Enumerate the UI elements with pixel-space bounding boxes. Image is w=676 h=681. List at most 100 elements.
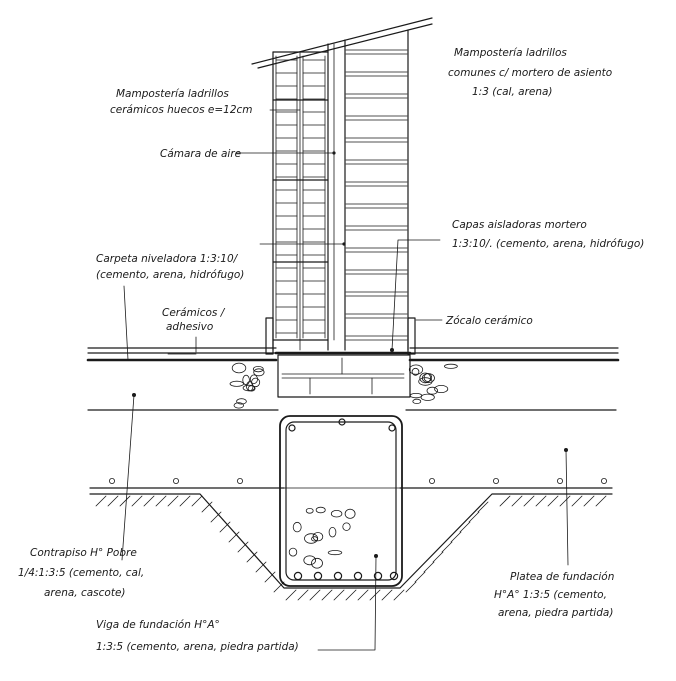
soil-hatch (297, 589, 309, 601)
foundation-slab (89, 477, 613, 489)
aggregate-stone (231, 362, 247, 374)
svg-text:Viga de fundación H°A°: Viga de fundación H°A° (96, 619, 220, 631)
svg-text:1:3:5 (cemento, arena, piedra: 1:3:5 (cemento, arena, piedra partida) (96, 641, 299, 653)
floor-layers (86, 347, 620, 362)
svg-text:Platea de fundación: Platea de fundación (510, 571, 614, 583)
label-zocalo: Zócalo cerámico (445, 315, 533, 327)
soil-hatch (201, 501, 213, 513)
aggregate-stone (315, 506, 326, 514)
aggregate-stone (328, 527, 337, 538)
aggregate-stone (327, 550, 343, 556)
svg-text:cerámicos huecos e=12cm: cerámicos huecos e=12cm (110, 104, 253, 116)
rebar-dot (428, 477, 435, 484)
aggregate-stone (305, 507, 314, 514)
aggregate-stone (253, 368, 265, 377)
soil-hatch (143, 495, 155, 507)
wall-base-block (277, 354, 411, 398)
soil-hatch (583, 495, 595, 507)
label-camara-aire: Cámara de aire (160, 148, 241, 160)
soil-hatch (477, 501, 489, 513)
soil-hatch (155, 495, 167, 507)
aggregate-stone (409, 392, 423, 399)
label-mamposteria-comunes: Mampostería ladrillos comunes c/ mortero… (448, 47, 612, 98)
svg-text:arena, piedra partida): arena, piedra partida) (498, 607, 613, 619)
aggregate-stone (412, 398, 422, 404)
soil-hatch (393, 589, 405, 601)
rebar-dot (333, 571, 343, 581)
svg-text:Mampostería ladrillos: Mampostería ladrillos (454, 47, 567, 59)
soil-hatch (432, 551, 444, 563)
aggregate-stone (330, 510, 343, 518)
soil-hatch (535, 495, 547, 507)
soil-hatch (255, 561, 267, 573)
rebar-dot (293, 571, 303, 581)
label-ceramicos: Cerámicos / adhesivo (162, 307, 226, 333)
lean-concrete-subfloor (87, 362, 617, 411)
soil-hatch (559, 495, 571, 507)
aggregate-stone (303, 555, 317, 566)
svg-text:comunes c/ mortero de asiento: comunes c/ mortero de asiento (448, 67, 612, 79)
soil-hatch (107, 495, 119, 507)
soil-hatch (191, 495, 203, 507)
soil-hatch (499, 495, 511, 507)
svg-text:Cámara de aire: Cámara de aire (160, 148, 241, 160)
rebar-dot (557, 477, 564, 484)
svg-text:arena, cascote): arena, cascote) (44, 587, 126, 599)
soil-hatch (405, 581, 417, 593)
soil-hatch (219, 521, 231, 533)
common-brick-wall (345, 29, 409, 351)
soil-hatch (210, 511, 222, 523)
foundation-beam (279, 415, 403, 587)
aggregate-stone (434, 384, 449, 393)
svg-text:1:3 (cal, arena): 1:3 (cal, arena) (472, 86, 553, 98)
svg-text:(cemento, arena, hidrófugo): (cemento, arena, hidrófugo) (96, 269, 244, 281)
soil-hatch (228, 531, 240, 543)
aggregate-stone (311, 557, 323, 569)
soil-hatch (571, 495, 583, 507)
rebar-dot (373, 571, 383, 581)
svg-text:1:3:10/. (cemento, arena, hidr: 1:3:10/. (cemento, arena, hidrófugo) (452, 238, 644, 250)
aggregate-stone (292, 521, 302, 533)
svg-text:adhesivo: adhesivo (166, 321, 213, 333)
svg-text:Carpeta niveladora 1:3:10/: Carpeta niveladora 1:3:10/ (96, 253, 239, 265)
soil-hatch (333, 589, 345, 601)
leader-lines (121, 109, 569, 651)
rebar-dot (601, 477, 608, 484)
air-chamber (333, 39, 346, 351)
soil-hatch (468, 511, 480, 523)
soil-hatch (357, 589, 369, 601)
soil-hatch (595, 495, 607, 507)
soil-hatch (547, 495, 559, 507)
svg-text:Contrapiso H° Pobre: Contrapiso H° Pobre (30, 547, 137, 559)
aggregate-stone (344, 508, 356, 519)
soil-hatch (119, 495, 131, 507)
label-mamposteria-huecos: Mampostería ladrillos cerámicos huecos e… (110, 88, 253, 116)
svg-text:H°A° 1:3:5 (cemento,: H°A° 1:3:5 (cemento, (494, 589, 607, 601)
soil-hatch (246, 551, 258, 563)
aggregate-stone (443, 363, 458, 369)
soil-hatch (95, 495, 107, 507)
soil-hatch (321, 589, 333, 601)
rebar-dot (172, 477, 179, 484)
hollow-brick-wall (272, 43, 329, 351)
aggregate-stone (304, 533, 319, 544)
soil-hatch (511, 495, 523, 507)
soil-hatch (369, 589, 381, 601)
rebar-dot (313, 571, 323, 581)
aggregate-stone (242, 384, 255, 392)
aggregate-stone (249, 374, 258, 384)
label-viga: Viga de fundación H°A° 1:3:5 (cemento, a… (96, 619, 299, 653)
svg-text:Cerámicos /: Cerámicos / (162, 307, 226, 319)
soil-hatch (345, 589, 357, 601)
svg-text:Capas aisladoras mortero: Capas aisladoras mortero (452, 219, 587, 231)
aggregate-stone (242, 374, 250, 386)
label-platea: Platea de fundación H°A° 1:3:5 (cemento,… (494, 571, 614, 619)
rebar-dot (389, 571, 399, 581)
soil-hatch (450, 531, 462, 543)
soil-hatch (423, 561, 435, 573)
aggregate-stone (411, 367, 420, 376)
aggregate-stone (426, 386, 439, 395)
aggregate-stone (236, 398, 247, 405)
aggregate-stone (342, 522, 351, 531)
soil-hatch (179, 495, 191, 507)
